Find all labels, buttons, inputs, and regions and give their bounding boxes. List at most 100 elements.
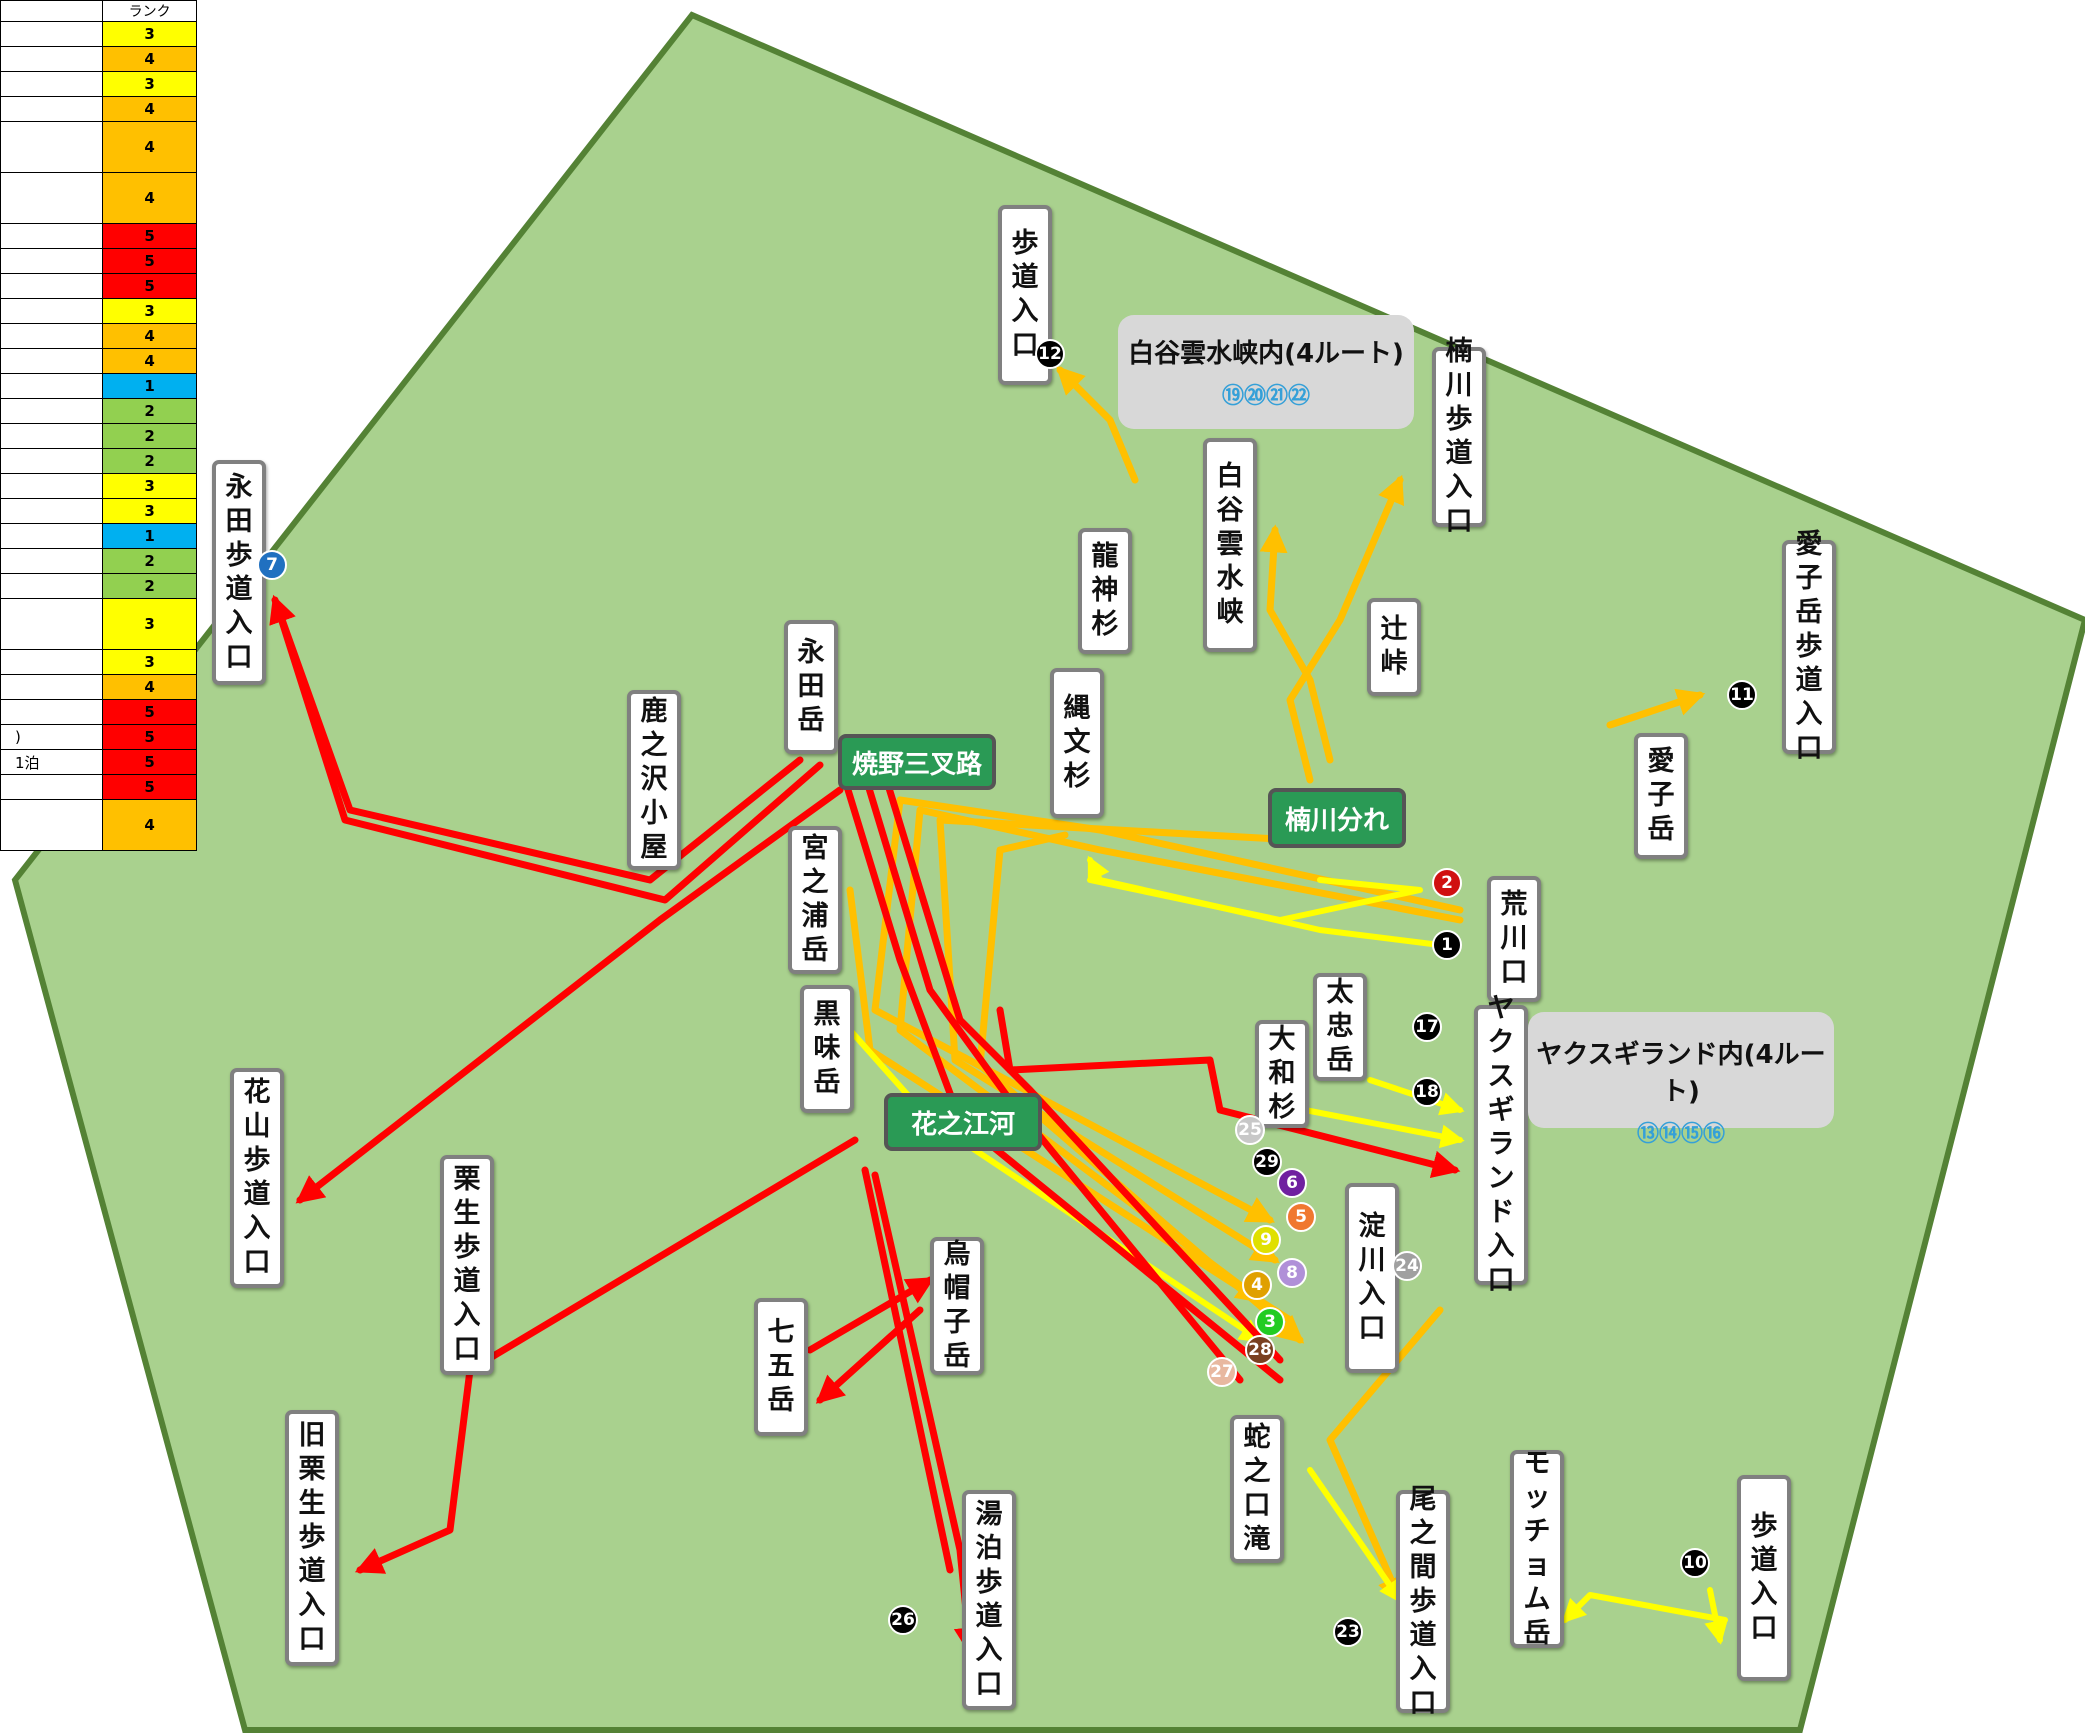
rank-row: 5 — [0, 699, 197, 725]
place-hodo-iriguchi-10: 歩道入口 — [1737, 1475, 1791, 1681]
rank-row: 3 — [0, 473, 197, 499]
rank-row-rank: 3 — [102, 298, 197, 324]
rank-row-rank: 2 — [102, 573, 197, 599]
place-yamato-sugi: 大和杉 — [1255, 1020, 1309, 1128]
rank-row-name — [0, 448, 104, 474]
rank-row: 3 — [0, 498, 197, 524]
rank-row-rank: 2 — [102, 548, 197, 574]
rank-row-name — [0, 21, 104, 47]
rank-row: 4 — [0, 121, 197, 173]
rank-row: 5 — [0, 248, 197, 274]
rank-row-name — [0, 699, 104, 725]
rank-row-name — [0, 598, 104, 650]
place-eboshidake: 烏帽子岳 — [930, 1237, 984, 1375]
rank-row-name — [0, 649, 104, 675]
route-badge-6: 6 — [1277, 1168, 1307, 1198]
junction-yakeno: 焼野三叉路 — [838, 734, 996, 790]
rank-row-name: ) — [0, 724, 104, 750]
rank-row: 3 — [0, 649, 197, 675]
route-badge-9: 9 — [1251, 1225, 1281, 1255]
rank-row-name — [0, 223, 104, 249]
place-kyu-kurio: 旧栗生歩道入口 — [285, 1410, 339, 1666]
rank-row: 4 — [0, 674, 197, 700]
rank-row-rank: 3 — [102, 649, 197, 675]
rank-row: 4 — [0, 323, 197, 349]
rank-row-name — [0, 71, 104, 97]
place-shiratani: 白谷雲水峡 — [1203, 438, 1257, 652]
rank-row: 3 — [0, 21, 197, 47]
route-badge-24: 24 — [1392, 1251, 1422, 1281]
rank-row-name — [0, 348, 104, 374]
rank-row-rank: 5 — [102, 223, 197, 249]
route-badge-2: 2 — [1432, 868, 1462, 898]
rank-row-rank: 5 — [102, 248, 197, 274]
rank-row-rank: 4 — [102, 799, 197, 851]
place-hanayama-hodo: 花山歩道入口 — [230, 1068, 284, 1288]
place-shichigodake: 七五岳 — [754, 1298, 808, 1436]
rank-row: 3 — [0, 71, 197, 97]
info-shiratani-title: 白谷雲水峡内(4ルート) — [1128, 339, 1404, 369]
rank-row: 3 — [0, 598, 197, 650]
rank-row-rank: 5 — [102, 699, 197, 725]
rank-row-name — [0, 573, 104, 599]
rank-row-rank: 5 — [102, 749, 197, 775]
rank-row-rank: 2 — [102, 398, 197, 424]
info-shiratani: 白谷雲水峡内(4ルート) ⑲⑳㉑㉒ — [1118, 315, 1414, 429]
place-shikanosawa: 鹿之沢小屋 — [627, 690, 681, 870]
rank-row-rank: 2 — [102, 423, 197, 449]
route-badge-18: 18 — [1412, 1077, 1442, 1107]
rank-row: 4 — [0, 96, 197, 122]
rank-row-rank: 4 — [102, 674, 197, 700]
route-badge-4: 4 — [1242, 1270, 1272, 1300]
rank-row: 2 — [0, 548, 197, 574]
rank-row-rank: 1 — [102, 373, 197, 399]
route-badge-3: 3 — [1255, 1307, 1285, 1337]
place-nagatadake: 永田岳 — [784, 620, 838, 754]
place-kuromidake: 黒味岳 — [800, 985, 854, 1113]
place-aikodake: 愛子岳 — [1634, 733, 1688, 859]
rank-row-rank: 2 — [102, 448, 197, 474]
place-yakusugiland: ヤクスギランド入口 — [1474, 993, 1528, 1296]
rank-row: 4 — [0, 348, 197, 374]
route-badge-10: 10 — [1680, 1548, 1710, 1578]
route-badge-8: 8 — [1277, 1258, 1307, 1288]
rank-row: 1 — [0, 523, 197, 549]
rank-row-rank: 4 — [102, 323, 197, 349]
route-badge-11: 11 — [1727, 680, 1757, 710]
place-ryujin-sugi: 龍神杉 — [1078, 528, 1132, 654]
rank-row: )5 — [0, 724, 197, 750]
place-tsuji-toge: 辻峠 — [1367, 598, 1421, 696]
junction-kusugawa-wakare: 楠川分れ — [1268, 788, 1406, 848]
rank-row-rank: 4 — [102, 121, 197, 173]
rank-row-name — [0, 172, 104, 224]
place-hodo-iriguchi-12: 歩道入口 — [998, 205, 1052, 385]
route-badge-5: 5 — [1286, 1202, 1316, 1232]
rank-row-rank: 5 — [102, 774, 197, 800]
rank-table-header: ランク — [0, 0, 197, 22]
route-badge-27: 27 — [1207, 1357, 1237, 1387]
place-taichudake: 太忠岳 — [1313, 973, 1367, 1081]
place-kuriohodo: 栗生歩道入口 — [440, 1155, 494, 1375]
rank-row-rank: 5 — [102, 724, 197, 750]
info-yakusugiland: ヤクスギランド内(4ルート) ⑬⑭⑮⑯ — [1528, 1012, 1834, 1147]
place-yudomari: 湯泊歩道入口 — [962, 1490, 1016, 1710]
place-jomon-sugi: 縄文杉 — [1050, 668, 1104, 818]
rank-row: 2 — [0, 423, 197, 449]
rank-row-name — [0, 96, 104, 122]
route-badge-25: 25 — [1235, 1115, 1265, 1145]
rank-row: 5 — [0, 273, 197, 299]
rank-row-rank: 3 — [102, 71, 197, 97]
rank-row-rank: 3 — [102, 473, 197, 499]
rank-row-name — [0, 298, 104, 324]
rank-row-name — [0, 248, 104, 274]
info-shiratani-routes: ⑲⑳㉑㉒ — [1221, 384, 1310, 409]
rank-row-name — [0, 398, 104, 424]
rank-row: 2 — [0, 573, 197, 599]
rank-row: 4 — [0, 172, 197, 224]
place-aikodake-hodo: 愛子岳歩道入口 — [1782, 529, 1836, 764]
rank-row-name — [0, 523, 104, 549]
place-mocchomudake: モッチョム岳 — [1510, 1448, 1564, 1649]
place-nagata-hodo: 永田歩道入口 — [212, 460, 266, 685]
